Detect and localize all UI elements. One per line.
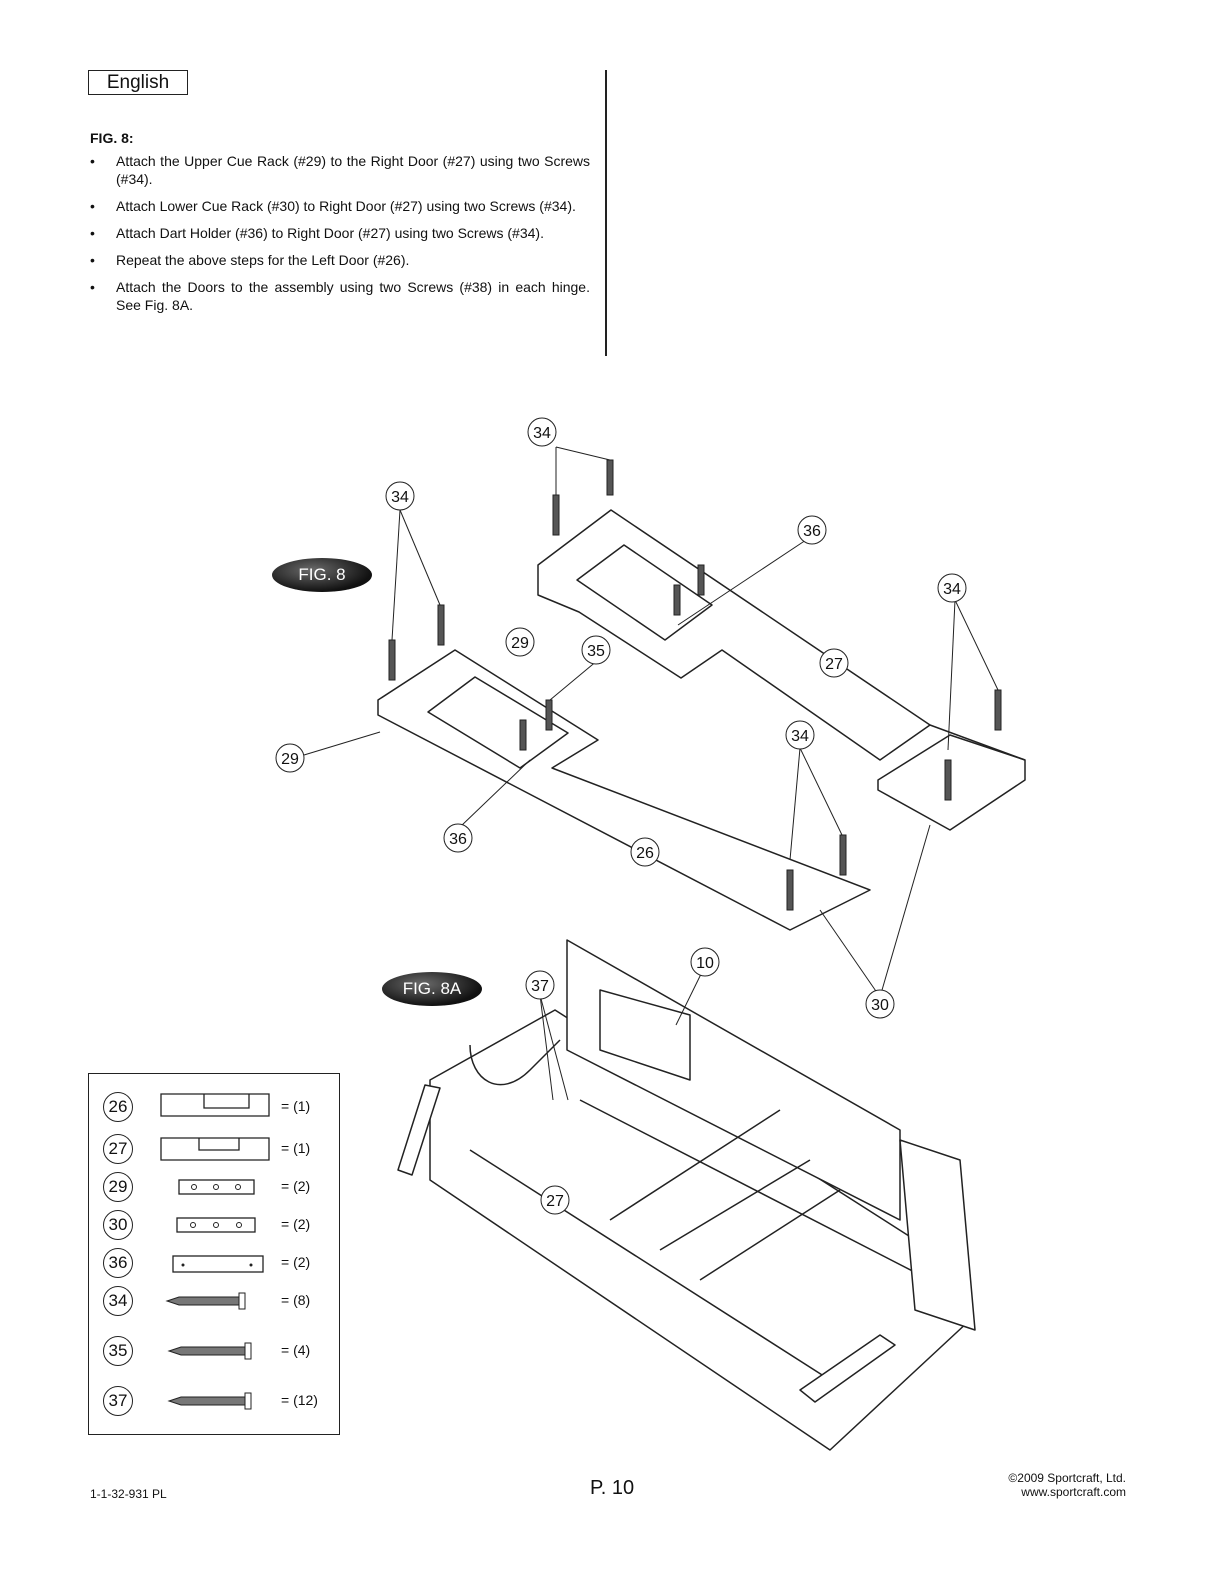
cabinet-side-rail: [397, 1084, 441, 1176]
part-row: 36 = (2): [89, 1246, 339, 1280]
screw-icon: [165, 1292, 246, 1310]
callout-34-mid: 34: [785, 720, 815, 750]
screw-icon: [167, 1392, 252, 1410]
callout-37: 37: [525, 970, 555, 1000]
copyright: ©2009 Sportcraft, Ltd.: [1008, 1471, 1126, 1485]
right-door-panel: [537, 509, 931, 761]
callout-34-right: 34: [937, 573, 967, 603]
callout-29-left: 29: [275, 743, 305, 773]
callout-36-top: 36: [797, 515, 827, 545]
part-row: 27 = (1): [89, 1132, 339, 1166]
part-number: 35: [103, 1336, 133, 1366]
part-number: 37: [103, 1386, 133, 1416]
fig-8-badge: FIG. 8: [272, 558, 372, 592]
part-quantity: = (8): [281, 1292, 311, 1308]
lid-window: [599, 989, 691, 1081]
part-number: 29: [103, 1172, 133, 1202]
part-number: 34: [103, 1286, 133, 1316]
instruction-step: •Attach Dart Holder (#36) to Right Door …: [90, 225, 544, 241]
svg-text:27: 27: [546, 1193, 564, 1210]
left-door-icon: [160, 1093, 270, 1117]
language-label: English: [88, 70, 188, 95]
svg-text:36: 36: [803, 523, 821, 540]
instruction-step: •Repeat the above steps for the Left Doo…: [90, 252, 410, 268]
column-divider: [605, 70, 607, 356]
callout-29-top: 29: [505, 627, 535, 657]
page-number: P. 10: [590, 1477, 635, 1499]
part-quantity: = (2): [281, 1216, 311, 1232]
svg-text:29: 29: [281, 751, 299, 768]
cabinet-end-panel: [899, 1139, 976, 1331]
svg-text:34: 34: [533, 425, 551, 442]
instruction-list: •Attach the Upper Cue Rack (#29) to the …: [90, 152, 590, 323]
callout-10: 10: [690, 947, 720, 977]
part-number: 27: [103, 1134, 133, 1164]
part-quantity: = (12): [281, 1392, 318, 1408]
callout-34-top: 34: [527, 417, 557, 447]
svg-text:27: 27: [825, 656, 843, 673]
callout-27-base: 27: [540, 1185, 570, 1215]
upper-cue-rack-icon: [178, 1179, 255, 1195]
part-quantity: = (2): [281, 1254, 311, 1270]
screw-icon: [167, 1342, 252, 1360]
part-row: 26 = (1): [89, 1090, 339, 1124]
svg-text:34: 34: [791, 728, 809, 745]
part-row: 30 = (2): [89, 1208, 339, 1242]
instruction-step: •Attach the Upper Cue Rack (#29) to the …: [90, 153, 590, 187]
instruction-step: •Attach Lower Cue Rack (#30) to Right Do…: [90, 198, 576, 214]
svg-text:26: 26: [636, 845, 654, 862]
cabinet-end-rail: [799, 1334, 896, 1403]
svg-text:34: 34: [943, 581, 961, 598]
svg-text:10: 10: [696, 955, 714, 972]
part-quantity: = (2): [281, 1178, 311, 1194]
svg-text:36: 36: [449, 831, 467, 848]
footer-credits: ©2009 Sportcraft, Ltd. www.sportcraft.co…: [1008, 1471, 1126, 1499]
instruction-step: •Attach the Doors to the assembly using …: [90, 279, 590, 313]
assembly-diagram: 34 34 36 34 29 35 27 29 34 36 26 30 10 3…: [275, 417, 1026, 1451]
part-quantity: = (1): [281, 1140, 311, 1156]
part-row: 35 = (4): [89, 1334, 339, 1368]
svg-text:37: 37: [531, 978, 549, 995]
section-title: FIG. 8:: [90, 130, 134, 146]
part-number: 36: [103, 1248, 133, 1278]
svg-text:30: 30: [871, 997, 889, 1014]
svg-text:34: 34: [391, 489, 409, 506]
right-door-cutout: [576, 544, 713, 641]
part-number: 26: [103, 1092, 133, 1122]
callout-36-left: 36: [443, 823, 473, 853]
part-number: 30: [103, 1210, 133, 1240]
part-row: 29 = (2): [89, 1170, 339, 1204]
part-quantity: = (4): [281, 1342, 311, 1358]
callout-27-top: 27: [819, 648, 849, 678]
callout-30: 30: [865, 989, 895, 1019]
dart-holder-icon: [172, 1255, 264, 1273]
part-row: 34 = (8): [89, 1284, 339, 1318]
svg-text:29: 29: [511, 635, 529, 652]
fig-8a-badge: FIG. 8A: [382, 972, 482, 1006]
website: www.sportcraft.com: [1021, 1485, 1126, 1499]
part-code: 1-1-32-931 PL: [90, 1487, 167, 1501]
parts-list: 26 = (1) 27 = (1) 29 = (2) 30 = (2) 36 =…: [88, 1073, 340, 1435]
part-quantity: = (1): [281, 1098, 311, 1114]
svg-text:35: 35: [587, 643, 605, 660]
callout-34-left: 34: [385, 481, 415, 511]
callout-26: 26: [630, 837, 660, 867]
lower-cue-rack-icon: [176, 1217, 256, 1233]
right-door-icon: [160, 1137, 270, 1161]
left-door-cutout: [427, 676, 569, 769]
callout-35: 35: [581, 635, 611, 665]
part-row: 37 = (12): [89, 1384, 339, 1418]
